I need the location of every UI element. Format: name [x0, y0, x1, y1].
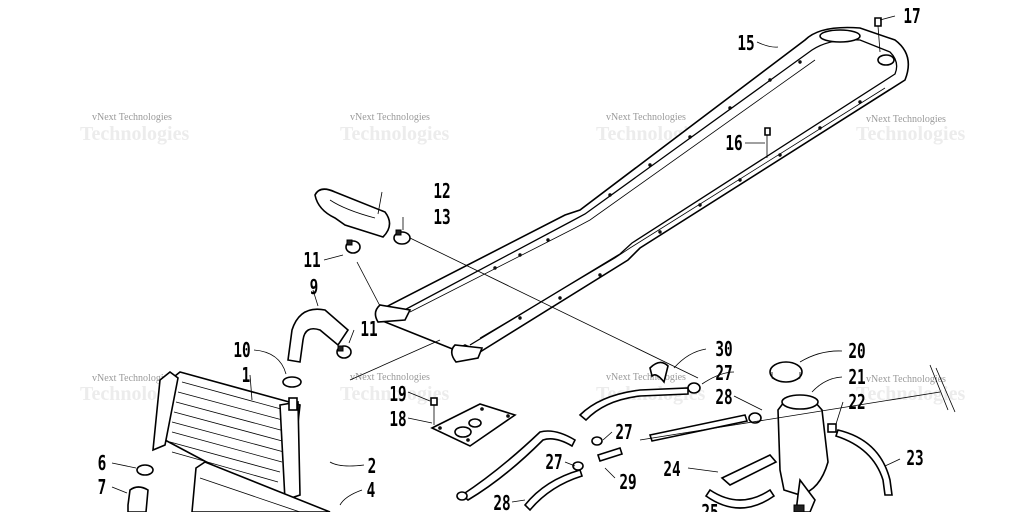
callout-23: 23 — [906, 448, 923, 471]
svg-text:Technologies: Technologies — [340, 123, 449, 145]
callout-11-upper: 11 — [303, 250, 320, 273]
leader-lines — [111, 15, 941, 506]
callout-22: 22 — [848, 392, 865, 415]
callout-20: 20 — [848, 341, 865, 364]
callout-7: 7 — [98, 477, 107, 500]
callout-30: 30 — [715, 339, 732, 362]
callout-28-left: 28 — [493, 493, 510, 512]
watermark-8: vNext Technologies — [866, 374, 946, 385]
hose-clamp-11-upper — [345, 239, 361, 254]
overflow-hose-23 — [834, 429, 893, 496]
callout-21: 21 — [848, 367, 865, 390]
hose-clamp-13 — [393, 229, 411, 245]
hose-clamp-11-lower — [336, 345, 352, 359]
watermark-1: vNext Technologies — [92, 112, 172, 123]
screw-16 — [764, 127, 771, 158]
watermark-3: vNext Technologies — [606, 112, 686, 123]
callout-27-top: 27 — [715, 363, 732, 386]
edge-fragment — [929, 364, 956, 413]
screw-17 — [874, 17, 882, 53]
callout-12: 12 — [433, 181, 450, 204]
fastener-25 — [793, 504, 805, 512]
callout-11-lower: 11 — [360, 319, 377, 342]
svg-text:Technologies: Technologies — [340, 383, 449, 405]
bracket-24 — [704, 454, 778, 509]
screw-19 — [430, 397, 438, 425]
callout-19: 19 — [389, 384, 406, 407]
callout-1: 1 — [242, 365, 251, 388]
mounting-plate-18 — [430, 403, 517, 447]
callout-24: 24 — [663, 459, 680, 482]
watermark-4: vNext Technologies — [866, 114, 946, 125]
callout-13: 13 — [433, 207, 450, 230]
callout-25: 25 — [701, 502, 718, 512]
callout-10: 10 — [233, 340, 250, 363]
watermark-6: vNext Technologies — [350, 372, 430, 383]
watermark-7: vNext Technologies — [606, 372, 686, 383]
hose-7 — [127, 486, 149, 512]
callout-2: 2 — [368, 456, 377, 479]
callout-29: 29 — [619, 472, 636, 495]
callout-labels: 17 15 16 12 13 11 9 11 10 1 2 4 6 7 19 1… — [98, 6, 924, 512]
callout-9: 9 — [310, 277, 319, 300]
callout-27-mid: 27 — [615, 422, 632, 445]
svg-text:Technologies: Technologies — [856, 383, 965, 405]
svg-text:Technologies: Technologies — [856, 123, 965, 145]
elbow-hose-9 — [287, 308, 350, 363]
radiator-1 — [152, 370, 301, 502]
watermark-2: vNext Technologies — [350, 112, 430, 123]
coolant-hoses — [460, 387, 749, 512]
svg-text:Technologies: Technologies — [80, 123, 189, 145]
coolant-reservoir-21 — [777, 394, 829, 512]
reservoir-cap-20 — [769, 361, 803, 383]
watermark-5: vNext Technologies — [92, 373, 172, 384]
clamp-6 — [136, 464, 154, 476]
callout-28-right: 28 — [715, 387, 732, 410]
callout-4: 4 — [367, 480, 376, 503]
clamps-27 — [456, 382, 762, 501]
clip-30 — [649, 361, 669, 384]
callout-27-low: 27 — [545, 452, 562, 475]
heat-exchanger-rail — [374, 26, 910, 363]
fitting-22 — [827, 423, 837, 433]
shroud-4 — [191, 461, 331, 512]
callout-16: 16 — [725, 133, 742, 156]
upper-hose-12 — [314, 188, 391, 238]
callout-17: 17 — [903, 6, 920, 29]
callout-18: 18 — [389, 409, 406, 432]
clamp-10 — [282, 376, 302, 388]
callout-6: 6 — [98, 453, 107, 476]
callout-15: 15 — [737, 33, 754, 56]
